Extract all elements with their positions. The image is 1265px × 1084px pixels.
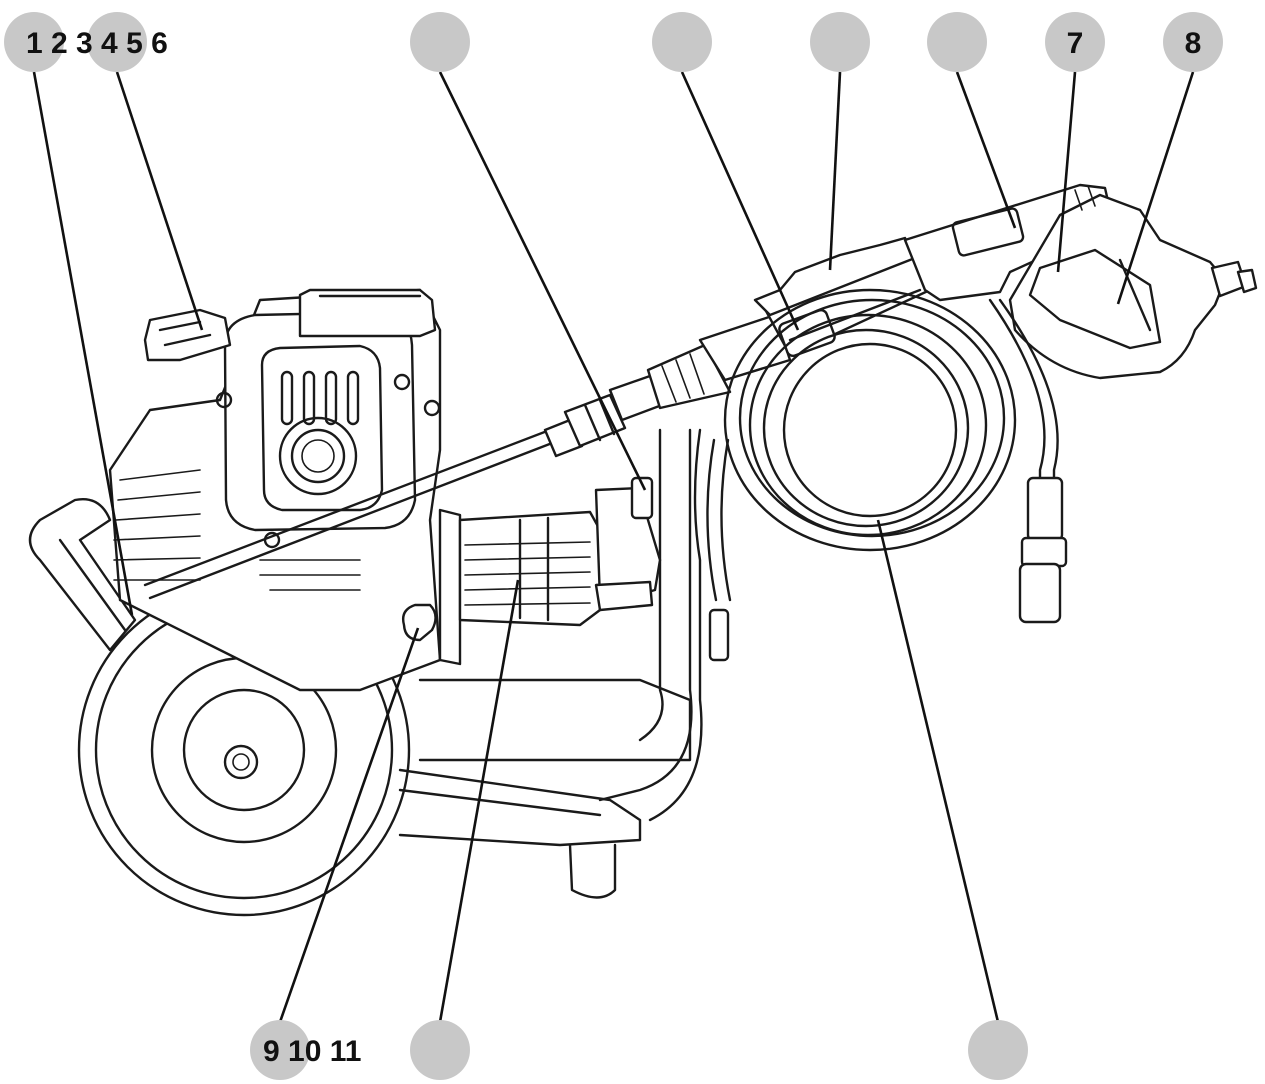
leader-line-10	[438, 579, 520, 1023]
leader-line-7	[1056, 71, 1077, 273]
callout-circle-1	[4, 12, 64, 72]
callout-circle-3	[410, 12, 470, 72]
leader-line-1	[32, 71, 134, 616]
callouts	[4, 12, 1223, 1080]
leader-line-5	[828, 71, 842, 271]
callout-circle-11	[968, 1020, 1028, 1080]
callout-label-8: 8	[1185, 27, 1202, 60]
callout-circle-5	[810, 12, 870, 72]
callout-label-9: 9 10 11	[263, 1035, 361, 1068]
callout-circle-7	[1045, 12, 1105, 72]
callout-circle-4	[652, 12, 712, 72]
callout-circle-2	[87, 12, 147, 72]
engine	[108, 288, 442, 692]
pump	[438, 476, 662, 666]
leader-line-4	[680, 71, 800, 331]
leader-line-3	[438, 71, 647, 491]
hose-coil	[706, 288, 1068, 624]
callout-labels: 1 2 3 4 5 6 7 8 9 10 11	[26, 27, 1201, 1068]
callout-circle-10	[410, 1020, 470, 1080]
callout-circle-8	[1163, 12, 1223, 72]
leader-line-6	[955, 71, 1017, 229]
handle-bar	[28, 498, 137, 652]
leader-line-2	[115, 71, 204, 331]
frame	[398, 428, 730, 899]
leader-line-8	[1116, 71, 1195, 305]
leader-line-11	[876, 519, 1000, 1023]
callout-circle-9	[250, 1020, 310, 1080]
callout-circle-6	[927, 12, 987, 72]
spray-gun	[903, 183, 1258, 380]
leader-line-9	[278, 627, 420, 1023]
callout-label-1: 1 2 3 4 5 6	[26, 27, 168, 60]
spray-lance	[143, 236, 932, 600]
leader-lines	[32, 71, 1195, 1023]
callout-label-7: 7	[1067, 27, 1084, 60]
